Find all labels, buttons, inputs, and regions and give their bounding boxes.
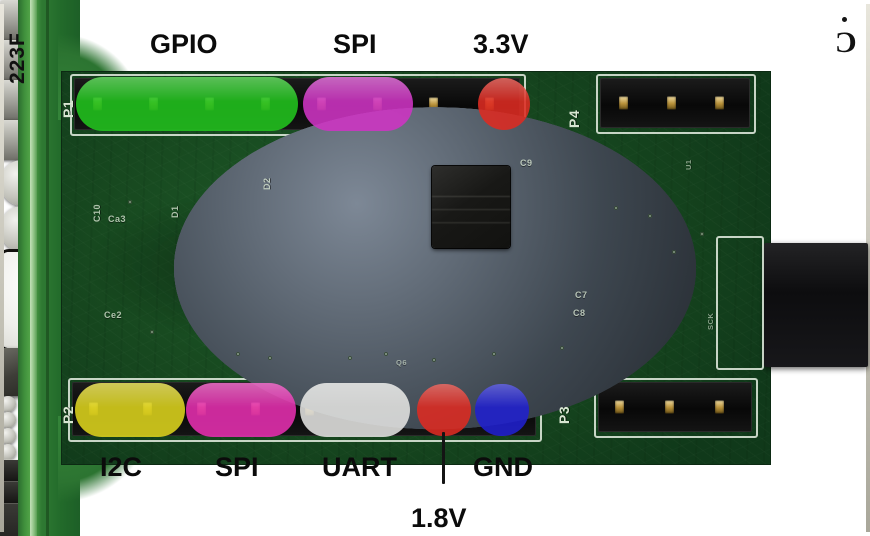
- annotation-pad-3v3: [478, 78, 530, 130]
- via: [672, 250, 676, 254]
- edge-connector: [764, 243, 868, 367]
- header-p4: [600, 78, 750, 128]
- annotation-label-spi-bottom: SPI: [215, 452, 259, 482]
- annotation-label-i2c: I2C: [100, 452, 143, 482]
- via: [384, 352, 388, 356]
- annotation-pad-i2c: [75, 383, 185, 437]
- edge-connector-pad-4: [0, 444, 16, 460]
- silkscreen-c9: C9: [520, 158, 533, 168]
- silkscreen-p4: P4: [566, 109, 582, 128]
- inductor-polarity-dot: [842, 17, 847, 22]
- annotation-label-spi-top: SPI: [333, 29, 377, 59]
- silkscreen-q6: Q6: [396, 358, 408, 367]
- via: [236, 352, 240, 356]
- smd-part: [0, 504, 20, 536]
- via: [150, 330, 154, 334]
- edge-connector-footprint-frame: [716, 236, 764, 370]
- tactile-button-4: [0, 107, 696, 429]
- via: [700, 232, 704, 236]
- via: [560, 346, 564, 350]
- edge-connector-pad-1: [0, 396, 16, 412]
- qfn-chip-marking: [432, 166, 510, 248]
- inductor-marking: 223F: [6, 32, 29, 84]
- silkscreen-u1: U1: [684, 159, 693, 170]
- silkscreen-c7: C7: [575, 290, 588, 300]
- annotation-pad-gpio: [76, 77, 298, 131]
- annotation-label-1v8: 1.8V: [411, 503, 467, 533]
- annotation-label-gpio: GPIO: [150, 29, 218, 59]
- silkscreen-p1: P1: [60, 99, 76, 118]
- annotation-pad-1v8: [417, 384, 471, 436]
- annotation-label-3v3: 3.3V: [473, 29, 529, 59]
- via: [348, 356, 352, 360]
- annotation-pad-gnd: [475, 384, 529, 436]
- qfn-chip: [432, 166, 510, 248]
- annotation-label-uart: UART: [322, 452, 397, 482]
- via: [432, 358, 436, 362]
- annotation-label-gnd: GND: [473, 452, 533, 482]
- header-frame-p4: [596, 74, 756, 134]
- silkscreen-ca3: Ca3: [108, 214, 127, 224]
- annotation-pad-spi-top: [303, 77, 413, 131]
- silkscreen-c8: C8: [573, 308, 586, 318]
- edge-connector-pad-2: [0, 412, 16, 428]
- silkscreen-d2: D2: [262, 177, 272, 190]
- annotation-pad-spi-bottom: [186, 383, 296, 437]
- header-frame-p3: [594, 378, 758, 438]
- edge-connector-pad-3: [0, 428, 16, 444]
- silkscreen-c10: C10: [92, 203, 102, 222]
- via: [128, 200, 132, 204]
- silkscreen-sck: SCK: [706, 312, 715, 330]
- via: [492, 352, 496, 356]
- header-p3: [598, 382, 752, 432]
- leader-line-1v8: [442, 432, 445, 484]
- via: [614, 206, 618, 210]
- silkscreen-d1: D1: [170, 205, 180, 218]
- via: [648, 214, 652, 218]
- annotation-pad-uart: [300, 383, 410, 437]
- silkscreen-p2: P2: [60, 405, 76, 424]
- inductor-vendor-logo: C: [835, 26, 857, 59]
- silkscreen-p3: P3: [556, 405, 572, 424]
- silkscreen-ce2: Ce2: [104, 310, 123, 320]
- via: [268, 356, 272, 360]
